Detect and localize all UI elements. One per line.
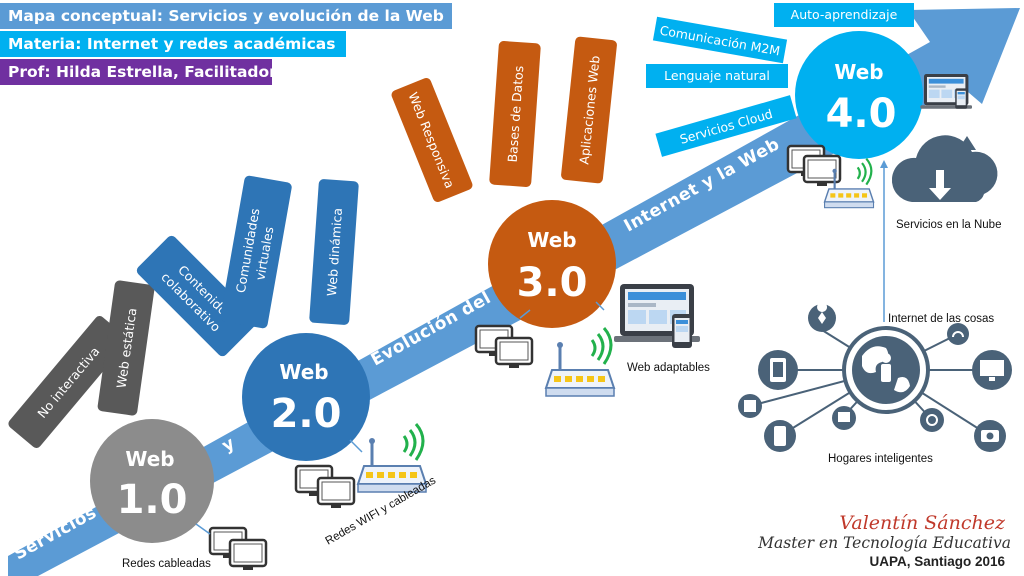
svg-text:Web: Web [527, 228, 576, 252]
svg-text:3.0: 3.0 [517, 260, 588, 306]
svg-text:1.0: 1.0 [117, 477, 188, 523]
web2-petal-comunidades-virtuales: Comunidades virtuales [220, 175, 292, 329]
svg-text:2.0: 2.0 [271, 391, 342, 437]
web1-node: Web 1.0 [90, 419, 214, 543]
author-name: Valentín Sánchez [839, 512, 1005, 534]
iot-hub [738, 302, 1012, 452]
web4-node: Web 4.0 [795, 31, 923, 159]
pill-lenguaje-natural: Lenguaje natural [646, 64, 788, 88]
pill-comunicacion-m2m: Comunicación M2M [652, 16, 788, 64]
web3-node: Web 3.0 [488, 200, 616, 328]
svg-text:Bases de Datos: Bases de Datos [505, 65, 527, 163]
pill-auto-aprendizaje: Auto-aprendizaje [774, 3, 914, 27]
svg-text:4.0: 4.0 [826, 91, 897, 137]
web1-caption: Redes cableadas [122, 558, 211, 570]
responsive-devices-icon [614, 284, 700, 348]
iot-caption: Internet de las cosas [888, 313, 994, 325]
svg-text:Web: Web [279, 360, 328, 384]
wifi-router-icon [356, 422, 428, 494]
svg-text:Web: Web [125, 447, 174, 471]
author-title: Master en Tecnología Educativa [758, 534, 1011, 552]
cloud-services-icon [891, 135, 998, 202]
homes-caption: Hogares inteligentes [828, 453, 933, 465]
computers-icon-web3 [474, 324, 534, 370]
web3-petal-web-responsiva: Web Responsiva [391, 78, 473, 202]
subject-label: Materia: Internet y redes académicas [0, 31, 346, 57]
professor-label: Prof: Hilda Estrella, Facilitadora [0, 59, 287, 85]
map-title: Mapa conceptual: Servicios y evolución d… [0, 3, 452, 29]
computers-icon [294, 464, 356, 510]
web3-caption: Web adaptables [627, 362, 710, 374]
author-place: UAPA, Santiago 2016 [869, 554, 1005, 569]
wired-computers-icon [208, 526, 268, 572]
web2-petal-web-dinamica: Web dinámica [309, 179, 359, 325]
wifi-router-icon-web3 [544, 326, 616, 398]
web3-petal-aplicaciones-web: Aplicaciones Web [561, 36, 617, 184]
web1-petal-web-estatica: Web estática [97, 280, 155, 416]
svg-text:Web dinámica: Web dinámica [324, 207, 345, 296]
web3-petal-bases-datos: Bases de Datos [489, 41, 541, 187]
laptop-icon-web4 [920, 74, 972, 109]
web2-node: Web 2.0 [242, 333, 370, 461]
cloud-caption: Servicios en la Nube [896, 219, 1001, 231]
svg-text:Web: Web [834, 60, 883, 84]
